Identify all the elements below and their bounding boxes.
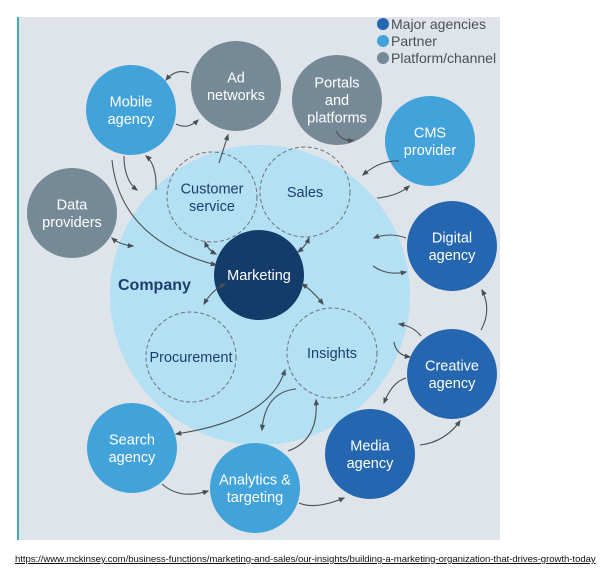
connector-arrow [174, 368, 287, 436]
connector-arrow [298, 497, 346, 507]
node-cms-provider[interactable]: CMS provider [385, 96, 475, 186]
source-link[interactable]: https://www.mckinsey.com/business-functi… [15, 554, 596, 565]
legend-item-partner: Partner [377, 33, 437, 49]
analytics-targeting-label: Analytics & [219, 472, 291, 488]
sales-label: Sales [287, 185, 323, 201]
media-agency-label: Media [350, 438, 390, 454]
analytics-targeting-circle [210, 443, 300, 533]
connector-arrow [393, 341, 412, 359]
mobile-agency-label: Mobile [110, 94, 153, 110]
mobile-agency-label: agency [108, 112, 156, 128]
customer-service-label: service [189, 199, 235, 215]
legend-label: Partner [391, 33, 437, 49]
analytics-targeting-label: targeting [227, 490, 283, 506]
panel-left-border [17, 17, 19, 540]
ad-networks-circle [191, 41, 281, 131]
legend-swatch [377, 18, 389, 30]
connector-arrow [165, 71, 190, 82]
connector-arrows [111, 71, 488, 507]
dashed-circle [145, 311, 237, 403]
digital-agency-label: agency [429, 248, 477, 264]
data-providers-label: providers [42, 215, 102, 231]
connector-arrow [362, 160, 400, 176]
creative-agency-label: Creative [425, 358, 479, 374]
procurement-label: Procurement [149, 350, 232, 366]
cms-provider-label: CMS [414, 125, 446, 141]
digital-agency-circle [407, 201, 497, 291]
portals-and-platforms-label: Portals [314, 76, 359, 92]
legend-swatch [377, 52, 389, 64]
function-sales[interactable]: Sales [259, 146, 351, 238]
node-mobile-agency[interactable]: Mobile agency [86, 65, 176, 155]
search-agency-label: agency [109, 450, 157, 466]
dashed-circle [286, 307, 378, 399]
connector-arrow [203, 283, 227, 306]
dashed-circle [166, 151, 258, 243]
ad-networks-label: networks [207, 88, 265, 104]
cms-provider-circle [385, 96, 475, 186]
customer-service-label: Customer [181, 181, 244, 197]
connector-arrow [218, 133, 229, 164]
node-media-agency[interactable]: Media agency [325, 409, 415, 499]
node-digital-agency[interactable]: Digital agency [407, 201, 497, 291]
digital-agency-label: Digital [432, 230, 472, 246]
dashed-circle [259, 146, 351, 238]
media-agency-circle [325, 409, 415, 499]
data-providers-circle [27, 168, 117, 258]
node-creative-agency[interactable]: Creative agency [407, 329, 497, 419]
connector-arrow [287, 398, 320, 452]
connector-arrow [383, 377, 407, 405]
ad-networks-label: Ad [227, 70, 245, 86]
node-search-agency[interactable]: Search agency [87, 403, 177, 493]
legend-item-major_agency: Major agencies [377, 16, 486, 32]
marketing-label: Marketing [227, 268, 291, 284]
connector-arrow [480, 288, 488, 331]
media-agency-label: agency [347, 456, 395, 472]
mobile-agency-circle [86, 65, 176, 155]
connector-arrow [175, 119, 199, 127]
function-insights[interactable]: Insights [286, 307, 378, 399]
legend-item-platform_channel: Platform/channel [377, 50, 496, 66]
legend-label: Platform/channel [391, 50, 496, 66]
connector-arrow [144, 155, 157, 191]
connector-arrow [419, 419, 461, 446]
portals-and-platforms-label: and [325, 93, 349, 109]
portals-and-platforms-circle [292, 55, 382, 145]
function-customer-service[interactable]: Customer service [166, 151, 258, 243]
cms-provider-label: provider [404, 143, 457, 159]
insights-label: Insights [307, 346, 357, 362]
search-agency-label: Search [109, 432, 155, 448]
connector-arrow [259, 388, 297, 432]
connector-arrow [372, 233, 407, 239]
connector-arrow [111, 159, 218, 267]
connector-arrow [161, 483, 210, 496]
connector-arrow [204, 240, 218, 255]
data-providers-label: Data [57, 197, 89, 213]
connector-arrow [300, 283, 324, 306]
legend-swatch [377, 35, 389, 47]
connector-arrow [111, 237, 135, 249]
marketing-core[interactable] [214, 230, 304, 320]
creative-agency-circle [407, 329, 497, 419]
node-analytics-targeting[interactable]: Analytics & targeting [210, 443, 300, 533]
connector-arrow [335, 130, 355, 144]
search-agency-circle [87, 403, 177, 493]
connector-arrow [376, 185, 410, 199]
portals-and-platforms-label: platforms [307, 111, 367, 127]
function-procurement[interactable]: Procurement [145, 311, 237, 403]
legend-label: Major agencies [391, 16, 486, 32]
connector-arrow [397, 322, 422, 337]
connector-arrow [123, 155, 139, 191]
company-label: Company [118, 277, 191, 294]
connector-arrow [372, 265, 408, 276]
node-data-providers[interactable]: Data providers [27, 168, 117, 258]
node-ad-networks[interactable]: Ad networks [191, 41, 281, 131]
connector-arrow [296, 236, 310, 253]
creative-agency-label: agency [429, 376, 477, 392]
